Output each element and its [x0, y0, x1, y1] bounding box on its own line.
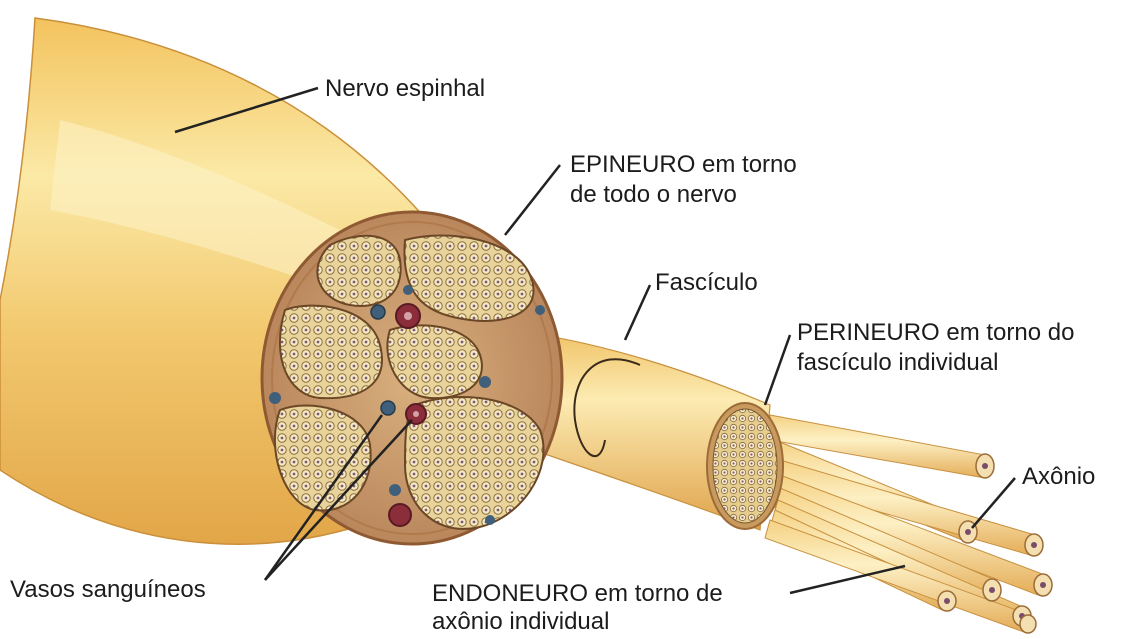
- label-perineuro: PERINEURO em torno do fascículo individu…: [797, 318, 1074, 378]
- label-perineuro-line2: fascículo individual: [797, 348, 1074, 378]
- label-epineuro-line1: EPINEURO em torno: [570, 150, 797, 180]
- axon-strands: [765, 415, 1052, 633]
- label-endoneuro-line1: ENDONEURO em torno de: [432, 580, 723, 608]
- fascicle-cut-interior: [713, 409, 777, 523]
- label-vasos-sanguineos: Vasos sanguíneos: [10, 575, 206, 605]
- label-perineuro-line1: PERINEURO em torno do: [797, 318, 1074, 348]
- label-fasciculo: Fascículo: [655, 268, 758, 298]
- label-endoneuro-line2: axônio individual: [432, 608, 723, 636]
- leader-perineuro: [765, 335, 790, 405]
- label-epineuro-line2: de todo o nervo: [570, 180, 797, 210]
- label-endoneuro: ENDONEURO em torno de axônio individual: [432, 580, 723, 636]
- label-epineuro: EPINEURO em torno de todo o nervo: [570, 150, 797, 210]
- leader-epineuro: [505, 165, 560, 235]
- leader-fasciculo: [625, 285, 650, 340]
- leader-axonio: [972, 478, 1015, 528]
- label-axonio: Axônio: [1022, 462, 1095, 492]
- label-nervo-espinhal: Nervo espinhal: [325, 74, 485, 104]
